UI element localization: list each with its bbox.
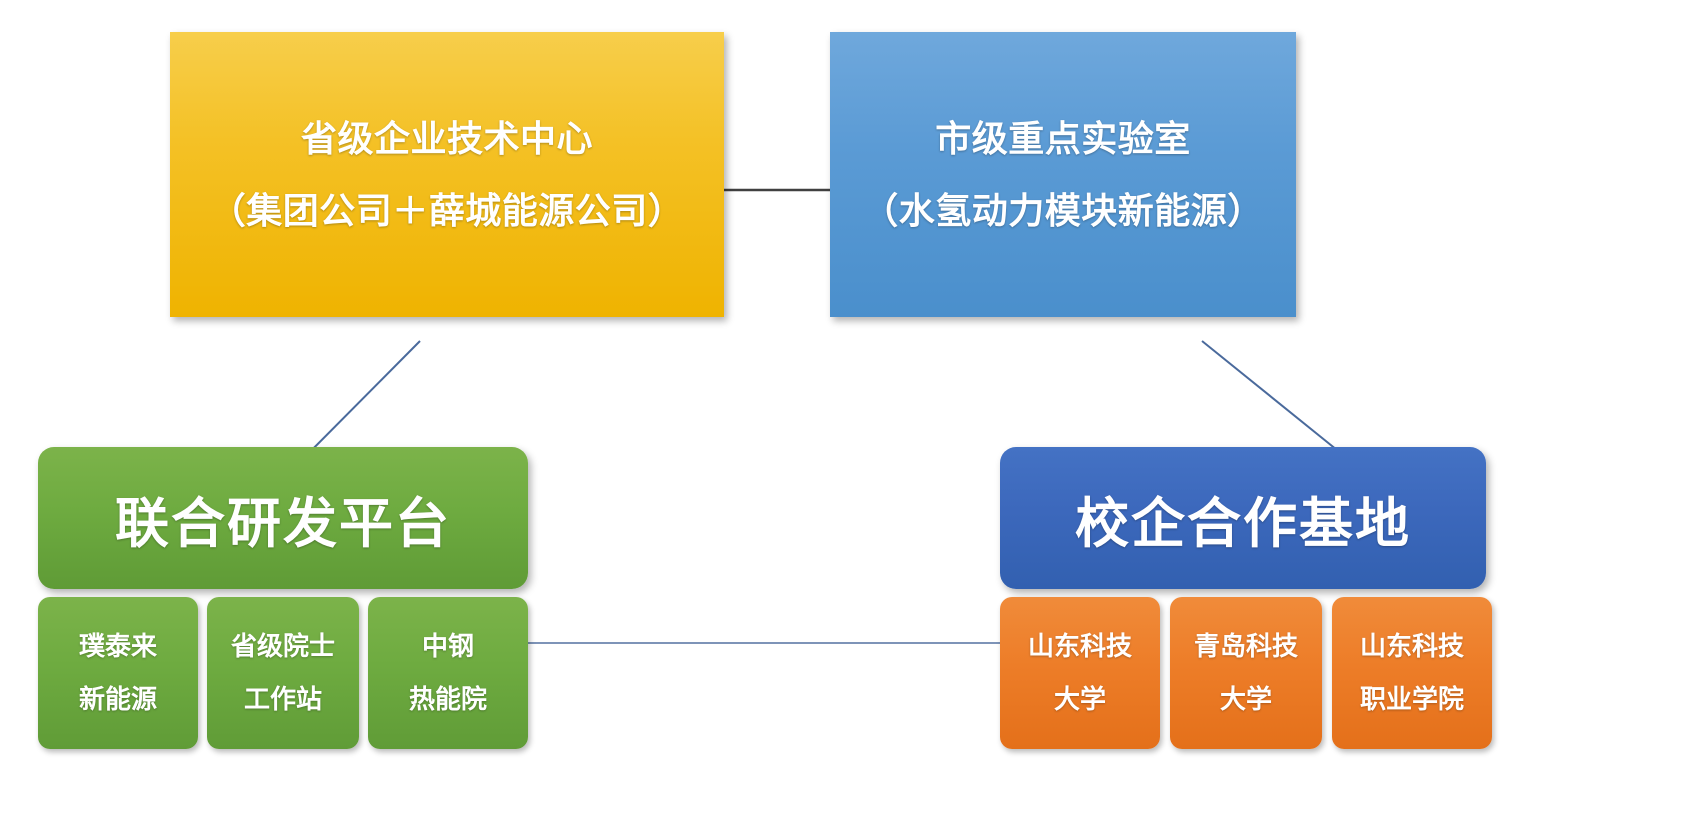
chip-green-1-line1: 璞泰来 — [78, 631, 157, 662]
node-school-enterprise-base[interactable]: 校企合作基地 — [1000, 447, 1486, 589]
chip-green-2[interactable]: 省级院士 工作站 — [207, 597, 359, 749]
chip-green-2-line1: 省级院士 — [230, 631, 335, 662]
node-school-enterprise-base-label: 校企合作基地 — [1075, 493, 1411, 554]
chip-green-2-line2: 工作站 — [243, 684, 322, 714]
chip-orange-1-line1: 山东科技 — [1027, 631, 1132, 662]
chip-orange-2-line1: 青岛科技 — [1193, 631, 1298, 662]
node-joint-rd-platform-label: 联合研发平台 — [115, 493, 451, 554]
chip-green-1-line2: 新能源 — [78, 684, 157, 714]
chip-orange-2[interactable]: 青岛科技 大学 — [1170, 597, 1322, 749]
chip-orange-3[interactable]: 山东科技 职业学院 — [1332, 597, 1492, 749]
chip-orange-1-line2: 大学 — [1053, 684, 1106, 714]
chip-orange-3-line2: 职业学院 — [1359, 684, 1464, 714]
chip-green-3-line2: 热能院 — [408, 684, 487, 714]
chip-green-3[interactable]: 中钢 热能院 — [368, 597, 528, 749]
node-provincial-tech-center[interactable]: 省级企业技术中心 （集团公司＋薛城能源公司） — [170, 32, 724, 317]
node-municipal-key-lab[interactable]: 市级重点实验室 （水氢动力模块新能源） — [830, 32, 1296, 317]
node-provincial-tech-center-line1: 省级企业技术中心 — [300, 117, 593, 159]
node-provincial-tech-center-line2: （集团公司＋薛城能源公司） — [209, 189, 685, 231]
node-joint-rd-platform[interactable]: 联合研发平台 — [38, 447, 528, 589]
chip-orange-3-line1: 山东科技 — [1359, 631, 1464, 662]
connector-blue-to-darkblue — [1201, 340, 1338, 451]
chip-orange-2-line2: 大学 — [1219, 684, 1272, 714]
chip-orange-1[interactable]: 山东科技 大学 — [1000, 597, 1160, 749]
chip-green-1[interactable]: 璞泰来 新能源 — [38, 597, 198, 749]
node-municipal-key-lab-line1: 市级重点实验室 — [935, 117, 1191, 159]
chip-green-3-line1: 中钢 — [421, 631, 474, 662]
node-municipal-key-lab-line2: （水氢动力模块新能源） — [862, 189, 1264, 231]
